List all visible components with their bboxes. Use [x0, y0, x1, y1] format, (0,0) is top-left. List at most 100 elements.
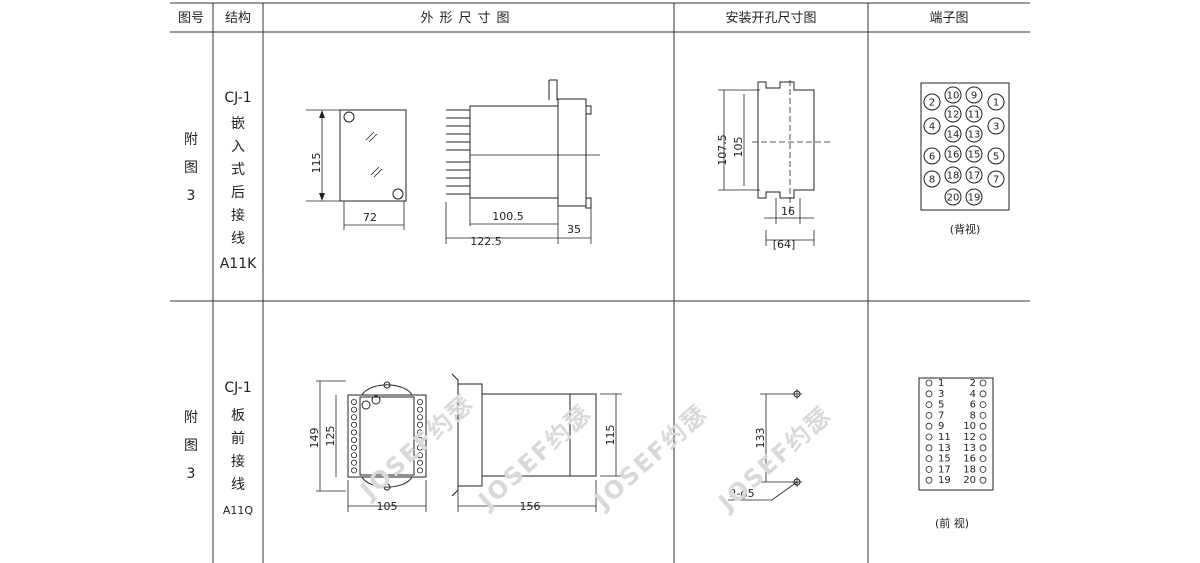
terminal-pin-left: 13: [925, 443, 951, 454]
svg-text:3: 3: [993, 122, 999, 133]
terminal-screw: [416, 421, 423, 428]
svg-text:2: 2: [929, 98, 935, 109]
terminal-pin: 2: [923, 93, 941, 111]
svg-text:15: 15: [938, 454, 951, 465]
terminal-pin: 1: [987, 93, 1005, 111]
svg-text:16: 16: [963, 454, 976, 465]
svg-text:线: 线: [231, 477, 245, 493]
svg-text:线: 线: [231, 231, 245, 247]
row2-code: A11Q: [223, 504, 254, 517]
svg-text:7: 7: [993, 175, 999, 186]
row2-fig-label: 附 图 3: [184, 410, 198, 482]
svg-text:接: 接: [231, 453, 245, 470]
terminal-screw: [416, 459, 423, 466]
terminal-pin-left: 7: [925, 410, 944, 421]
table-grid: [170, 2, 1030, 563]
svg-text:18: 18: [947, 171, 960, 182]
terminal-screw: [416, 467, 423, 474]
svg-text:4: 4: [929, 122, 935, 133]
terminal-screw: [416, 414, 423, 421]
terminal-pin: 15: [965, 145, 983, 163]
terminal-screw: [416, 452, 423, 459]
svg-text:入: 入: [231, 139, 245, 155]
terminal-pin: 20: [944, 188, 962, 206]
svg-text:20: 20: [963, 475, 976, 486]
terminal-pin: 3: [987, 117, 1005, 135]
row2-outline-side-view: 115 156: [451, 373, 622, 513]
terminal-pin: 18: [944, 166, 962, 184]
terminal-screw: [350, 467, 357, 474]
svg-text:10: 10: [947, 91, 960, 102]
svg-text:1: 1: [938, 378, 944, 389]
svg-text:10: 10: [963, 421, 976, 432]
dim-122-5: 122.5: [470, 235, 502, 248]
svg-text:后: 后: [231, 185, 245, 201]
terminal-pin: 17: [965, 166, 983, 184]
terminal-pin-right: 16: [963, 454, 987, 465]
terminal-pin-left: 11: [925, 432, 951, 443]
row1-outline-side-view: 100.5 122.5 35: [445, 79, 600, 248]
dim-hole: 2-ϕ5: [729, 487, 754, 500]
svg-text:式: 式: [231, 162, 245, 178]
svg-text:11: 11: [968, 110, 981, 121]
header-terminal: 端子图: [929, 11, 968, 26]
terminal-pin: 19: [965, 188, 983, 206]
svg-text:附: 附: [184, 410, 198, 426]
dim-115: 115: [310, 153, 323, 174]
svg-text:17: 17: [938, 464, 951, 475]
svg-text:JOSEF约瑟: JOSEF约瑟: [588, 399, 713, 516]
svg-text:6: 6: [970, 400, 976, 411]
svg-text:19: 19: [938, 475, 951, 486]
dim-35: 35: [567, 223, 581, 236]
svg-text:19: 19: [968, 193, 981, 204]
svg-text:3: 3: [187, 466, 196, 482]
svg-text:9: 9: [971, 91, 977, 102]
terminal-screw: [350, 421, 357, 428]
dim-105b: 105: [377, 500, 398, 513]
terminal-pin: 10: [944, 86, 962, 104]
svg-text:JOSEF约瑟: JOSEF约瑟: [354, 389, 479, 506]
svg-text:20: 20: [947, 193, 960, 204]
terminal-pin-left: 5: [925, 400, 944, 411]
svg-text:JOSEF约瑟: JOSEF约瑟: [472, 399, 597, 516]
row2-mounting-holes: 133 2-ϕ5: [728, 389, 802, 501]
svg-text:18: 18: [963, 464, 976, 475]
terminal-pin-right: 13: [963, 443, 987, 454]
terminal-pin: 9: [965, 86, 983, 104]
dim-72: 72: [363, 211, 377, 224]
svg-text:12: 12: [963, 432, 976, 443]
terminal-screw: [416, 406, 423, 413]
dim-105: 105: [732, 137, 745, 158]
dim-156: 156: [520, 500, 541, 513]
dim-125: 125: [324, 426, 337, 447]
svg-text:附: 附: [184, 132, 198, 148]
terminal-pin: 6: [923, 147, 941, 165]
terminal-screw: [416, 436, 423, 443]
svg-text:接: 接: [231, 207, 245, 224]
terminal-pin-left: 1: [925, 378, 944, 389]
terminal-screw: [350, 436, 357, 443]
terminal-pin-right: 18: [963, 464, 987, 475]
svg-text:4: 4: [970, 389, 976, 400]
svg-text:3: 3: [938, 389, 944, 400]
terminal-screw: [416, 398, 423, 405]
terminal-pin-right: 12: [963, 432, 987, 443]
header-outline: 外形尺寸图: [420, 11, 515, 26]
svg-text:8: 8: [929, 175, 935, 186]
dim-64: [64]: [773, 238, 796, 251]
terminal-screw: [350, 459, 357, 466]
terminal-screw: [350, 398, 357, 405]
terminal-pin: 13: [965, 125, 983, 143]
row1-model: CJ-1: [224, 90, 251, 106]
svg-text:11: 11: [938, 432, 951, 443]
svg-text:7: 7: [938, 410, 944, 421]
terminal-pin-left: 17: [925, 464, 951, 475]
header-structure: 结构: [225, 11, 251, 26]
row1-structure-label: CJ-1 嵌 入 式 后 接 线 A11K: [220, 90, 257, 272]
terminal-screw: [350, 444, 357, 451]
row1-fig-label: 附 图 3: [184, 132, 198, 204]
row2-structure-label: CJ-1 板 前 接 线 A11Q: [223, 380, 254, 517]
